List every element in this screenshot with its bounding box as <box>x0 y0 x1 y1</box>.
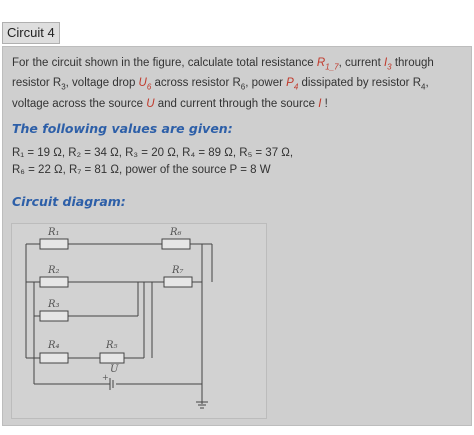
resistor-r2 <box>39 276 69 288</box>
label-r5: R₅ <box>105 340 118 351</box>
text-segment: and current through the source <box>154 97 319 110</box>
text-segment: across resistor R <box>151 77 241 90</box>
label-r4: R₄ <box>47 340 60 351</box>
resistor-r3 <box>39 310 69 322</box>
label-u: U <box>110 364 119 375</box>
given-values-line-1: R₁ = 19 Ω, R₂ = 34 Ω, R₃ = 20 Ω, R₄ = 89… <box>12 147 294 159</box>
total-resistance-symbol: R1_7 <box>316 57 339 72</box>
current-i3-symbol: I3 <box>383 57 392 72</box>
problem-panel: For the circuit shown in the figure, cal… <box>2 46 472 426</box>
power-p4-symbol: P4 <box>286 77 299 92</box>
text-segment: dissipated by resistor R <box>298 77 421 90</box>
text-segment: ! <box>321 97 328 110</box>
source-current-symbol: I <box>318 97 322 110</box>
voltage-u6-symbol: U6 <box>138 77 152 92</box>
label-r2: R₂ <box>47 265 60 276</box>
resistor-r6 <box>161 238 191 250</box>
text-segment: , current <box>338 57 384 69</box>
given-values: R₁ = 19 Ω, R₂ = 34 Ω, R₃ = 20 Ω, R₄ = 89… <box>12 145 462 179</box>
circuit-tab[interactable]: Circuit 4 <box>2 22 60 44</box>
label-r1: R₁ <box>47 227 60 238</box>
circuit-schematic: R₁ R₆ R₂ R₇ R₃ R₄ R₅ U + <box>25 227 213 409</box>
text-segment: , power <box>245 77 287 90</box>
text-segment: For the circuit shown in the figure, cal… <box>12 57 317 69</box>
resistor-r7 <box>163 276 193 288</box>
circuit-diagram: R₁ R₆ R₂ R₇ R₃ R₄ R₅ U + <box>11 223 267 419</box>
text-segment: through resistor R <box>12 57 434 90</box>
source-voltage-symbol: U <box>146 97 155 110</box>
label-plus: + <box>102 373 109 382</box>
given-values-heading: The following values are given: <box>12 121 233 136</box>
text-segment: , voltage drop <box>65 77 139 90</box>
text-segment: , voltage across the source <box>12 77 429 110</box>
circuit-diagram-heading: Circuit diagram: <box>12 194 126 209</box>
label-r6: R₆ <box>169 227 182 238</box>
label-r3: R₃ <box>47 299 60 310</box>
problem-statement: For the circuit shown in the figure, cal… <box>12 57 434 110</box>
resistor-r5 <box>99 352 125 364</box>
resistor-r4 <box>39 352 69 364</box>
label-r7: R₇ <box>171 265 184 276</box>
given-values-line-2: R₆ = 22 Ω, R₇ = 81 Ω, power of the sourc… <box>12 164 271 176</box>
resistor-r1 <box>39 238 69 250</box>
